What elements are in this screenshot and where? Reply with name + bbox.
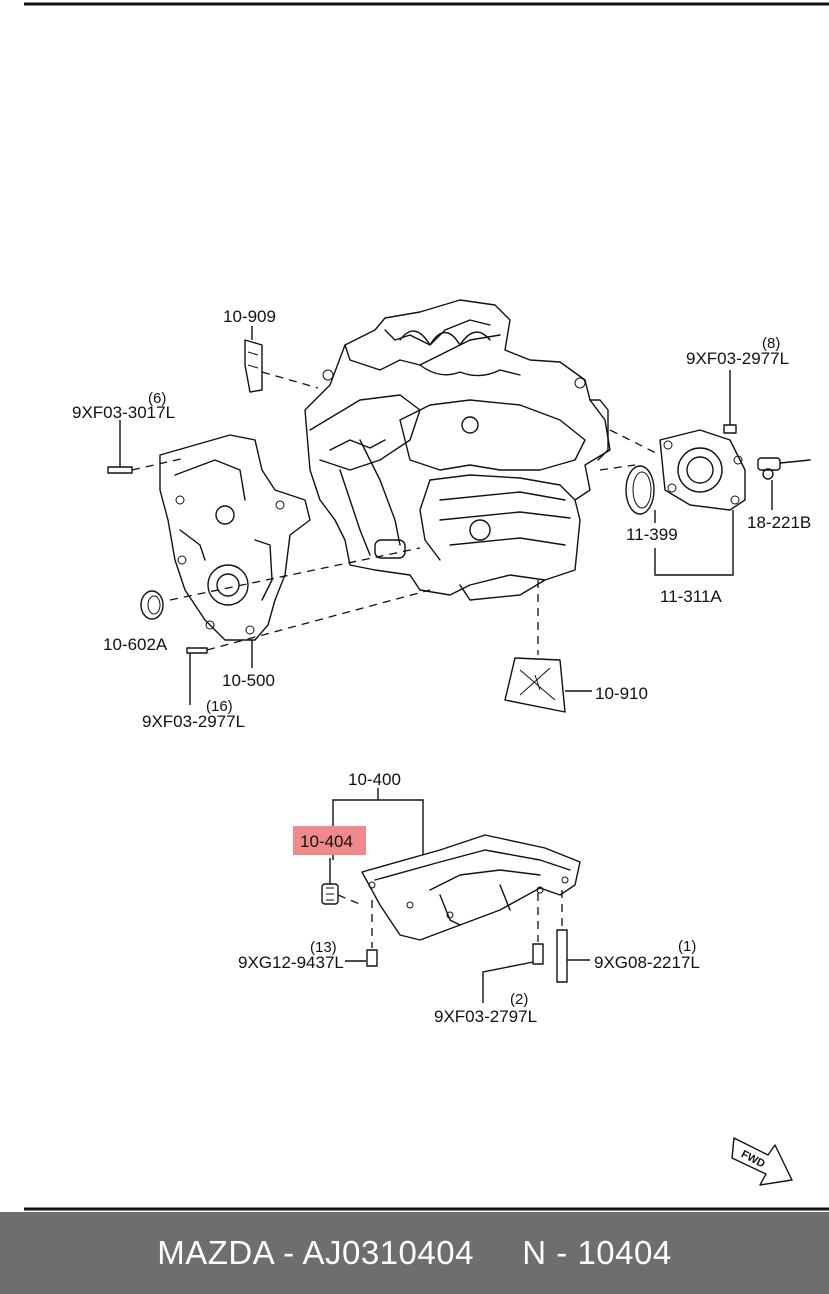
label-18-221b: 18-221B [747,513,811,532]
part-9xf03-2977l-bolt-right [723,370,737,434]
brand-name: MAZDA [157,1234,274,1271]
dash-1 [261,371,319,389]
footer-separator: - [273,1234,303,1271]
part-11-311a-rear-seal-housing [659,429,746,511]
label-10-500: 10-500 [222,671,275,690]
label-9xf03-2977l-bot: 9XF03-2977L [142,712,245,731]
fwd-arrow-icon: FWD [731,1137,793,1186]
label-9xf03-3017l: 9XF03-3017L [72,403,175,422]
part-9xf03-2977l-bolt-left [186,647,208,705]
qty-2: (2) [510,991,528,1008]
part-10-910-plate [504,657,592,713]
dash-5 [599,464,636,471]
highlight-10-404 [293,826,366,855]
qty-8: (8) [762,335,780,352]
part-9xg12-9437l-bolt [366,900,378,967]
dash-pan-plug [337,894,363,906]
part-11-399-oil-seal [625,465,656,523]
label-10-909: 10-909 [223,307,276,326]
dash-2 [131,457,186,471]
label-9xg12-9437l: 9XG12-9437L [238,953,344,972]
part-10-909-gasket [244,326,263,393]
dash-7 [609,429,661,456]
label-10-602a: 10-602A [103,635,168,654]
dash-3 [169,547,421,601]
part-10-602a-seal [140,590,164,620]
qty-1: (1) [678,938,696,955]
label-9xg08-2217l: 9XG08-2217L [594,953,700,972]
label-10-400: 10-400 [348,770,401,789]
label-11-399: 11-399 [626,525,678,544]
qty-6: (6) [148,390,166,407]
footer-gap [474,1234,522,1271]
part-9xg08-2217l-bolt [556,890,590,983]
label-9xf03-2977l-top: 9XF03-2977L [686,349,789,368]
qty-16: (16) [206,698,233,715]
part-number: AJ0310404 [302,1234,474,1271]
engine-block [304,299,611,601]
part-10-500-timing-cover [159,434,311,668]
dash-4 [206,589,431,651]
label-9xf03-2797l: 9XF03-2797L [434,1007,537,1026]
qty-13: (13) [310,939,337,956]
label-11-311a: 11-311A [660,587,722,606]
label-10-404: 10-404 [300,832,353,851]
part-9xf03-3017l-bolt [107,420,133,474]
bracket-11-311a [654,510,734,576]
part-10-400-oil-pan [361,834,581,941]
footer-bar: MAZDA - AJ0310404 N - 10404 [0,1212,829,1294]
footer-caption: MAZDA - AJ0310404 N - 10404 [157,1234,671,1272]
ref-code: N - 10404 [522,1234,672,1271]
part-18-221b-sensor [757,457,811,510]
label-10-910: 10-910 [595,684,648,703]
part-10-404-drain-plug [321,858,339,905]
part-9xf03-2797l-bolt [482,893,544,1003]
